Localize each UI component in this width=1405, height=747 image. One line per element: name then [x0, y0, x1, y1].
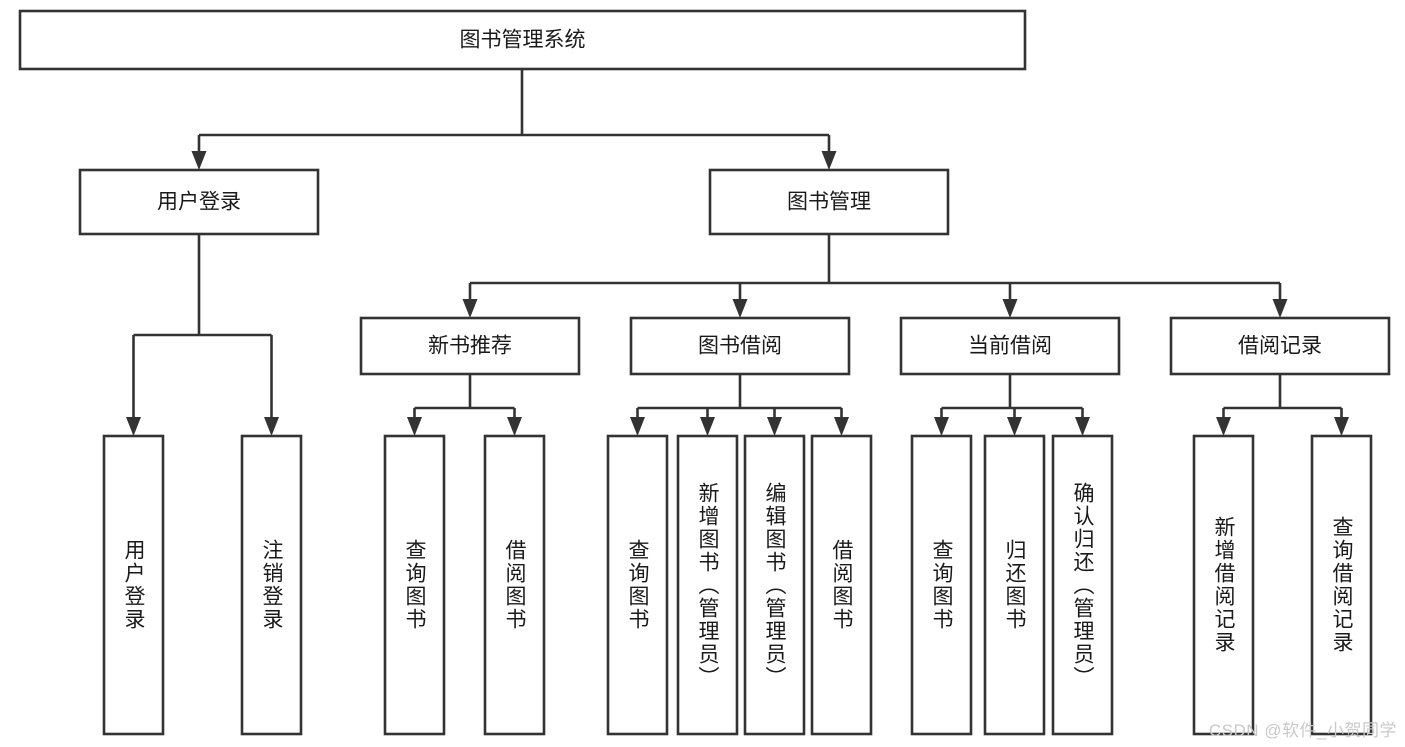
node-box-new-book-recommend[interactable] [359, 316, 581, 376]
node-label-user-login: 用户登录 [157, 191, 241, 214]
node-box-leaf-logout[interactable] [240, 434, 303, 736]
node-box-borrow-records[interactable] [1169, 316, 1391, 376]
node-box-book-management[interactable] [708, 168, 950, 236]
node-box-root[interactable] [18, 9, 1027, 71]
node-label-current-borrow: 当前借阅 [968, 335, 1052, 358]
node-label-book-borrow: 图书借阅 [698, 335, 782, 358]
node-box-leaf-edit-book-admin[interactable] [743, 434, 806, 736]
node-box-leaf-query-book-rec[interactable] [383, 434, 446, 736]
node-box-book-borrow[interactable] [629, 316, 851, 376]
node-box-current-borrow[interactable] [899, 316, 1121, 376]
connector-edges [126, 69, 1349, 436]
node-label-new-book-recommend: 新书推荐 [428, 335, 512, 358]
node-box-leaf-return-book[interactable] [983, 434, 1046, 736]
node-box-leaf-add-book-admin[interactable] [676, 434, 739, 736]
node-box-leaf-add-borrow-record[interactable] [1192, 434, 1255, 736]
node-box-leaf-query-book-current[interactable] [910, 434, 973, 736]
node-box-leaf-query-book-borrow[interactable] [606, 434, 669, 736]
node-label-root: 图书管理系统 [460, 29, 586, 52]
node-box-user-login[interactable] [78, 168, 320, 236]
node-box-leaf-confirm-return-admin[interactable] [1051, 434, 1114, 736]
node-box-leaf-user-login[interactable] [102, 434, 165, 736]
node-box-leaf-query-borrow-record[interactable] [1310, 434, 1373, 736]
node-label-book-management: 图书管理 [787, 191, 871, 214]
node-label-borrow-records: 借阅记录 [1238, 335, 1322, 358]
node-box-leaf-borrow-book-rec[interactable] [483, 434, 546, 736]
node-boxes [18, 9, 1391, 736]
csdn-watermark: CSDN @软件_小贺同学 [1208, 721, 1397, 740]
node-box-leaf-borrow-book[interactable] [810, 434, 873, 736]
